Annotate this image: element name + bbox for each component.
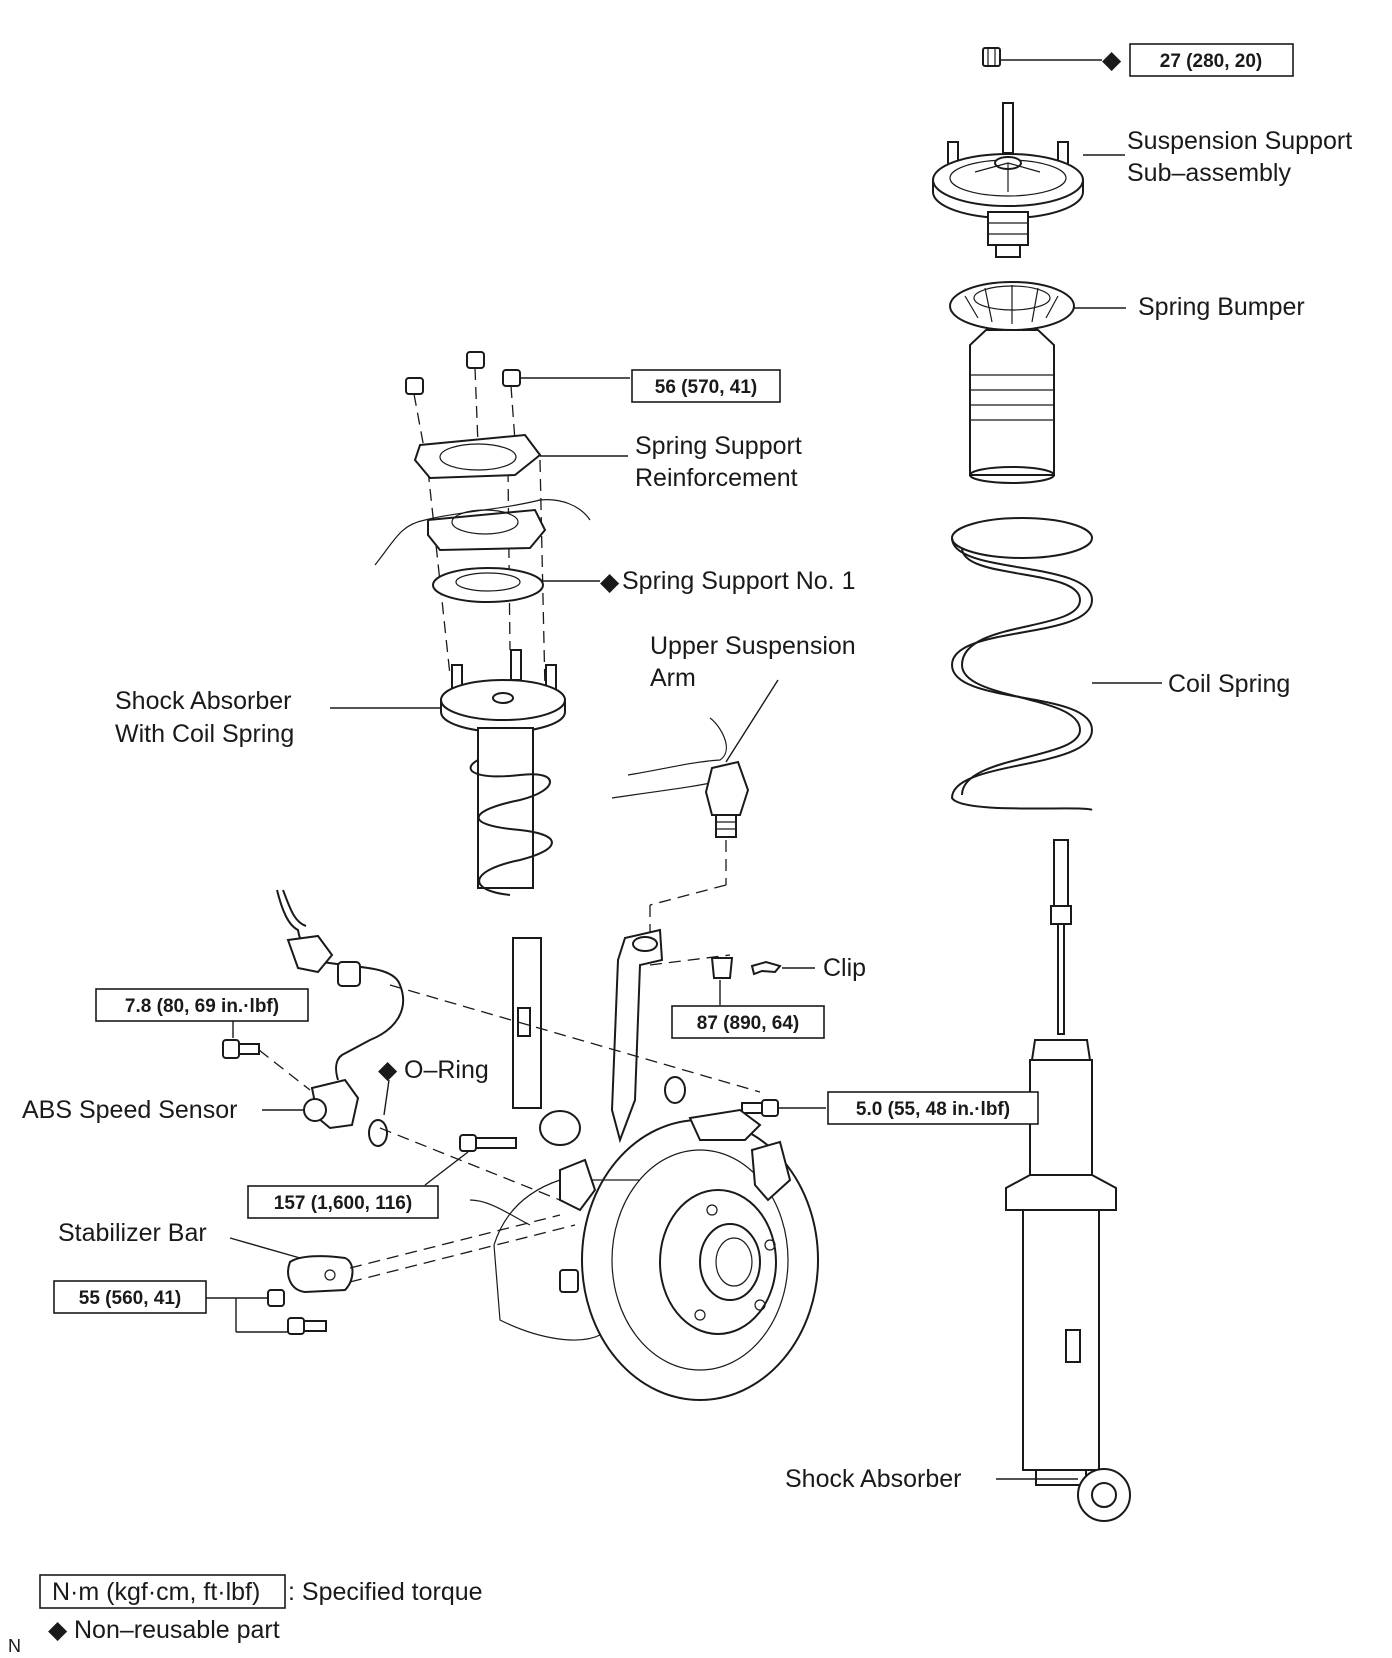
label-reinforcement-2: Reinforcement — [635, 464, 798, 492]
label-shock-coil-1: Shock Absorber — [115, 687, 292, 715]
label-upper-arm-2: Arm — [650, 664, 696, 692]
clip-part — [750, 960, 782, 976]
spring-support-no1-part — [432, 567, 544, 603]
coil-spring-part — [950, 517, 1094, 811]
stabilizer-nut — [267, 1289, 285, 1307]
shock-absorber-with-coil-spring-part — [440, 649, 581, 1146]
stabilizer-bolt — [287, 1317, 327, 1335]
label-stabilizer-bar: Stabilizer Bar — [58, 1219, 207, 1247]
spring-support-reinforcement-part — [413, 433, 542, 480]
legend-diamond-text: Non–reusable part — [74, 1616, 280, 1644]
spring-support-diamond: ◆ — [600, 568, 620, 596]
knuckle-nut — [710, 957, 734, 979]
label-o-ring: O–Ring — [404, 1056, 489, 1084]
legend-unit-box-text: N·m (kgf·cm, ft·lbf) — [52, 1578, 260, 1606]
label-suspension-support-1: Suspension Support — [1127, 127, 1352, 155]
o-ring-part — [368, 1119, 388, 1147]
upper-suspension-arm-part — [611, 717, 750, 838]
torque-bracket-bolt: 5.0 (55, 48 in.·lbf) — [856, 1099, 1010, 1120]
torque-box-nut-top — [1129, 43, 1294, 77]
body-panel — [374, 499, 591, 566]
label-shock-absorber: Shock Absorber — [785, 1465, 962, 1493]
corner-mark: N — [8, 1636, 21, 1656]
legend-diamond: ◆ — [48, 1616, 68, 1644]
torque-box-bracket-bolt — [827, 1091, 1039, 1125]
steering-knuckle-part — [610, 928, 664, 1144]
label-spring-bumper: Spring Bumper — [1138, 293, 1305, 321]
torque-box-abs-bolt — [95, 988, 309, 1022]
top-nut — [982, 47, 1001, 67]
torque-stabilizer: 55 (560, 41) — [79, 1288, 181, 1309]
abs-bolt — [222, 1039, 260, 1059]
torque-abs-bolt: 7.8 (80, 69 in.·lbf) — [125, 996, 279, 1017]
body-plate — [427, 508, 547, 552]
torque-knuckle-nut: 87 (890, 64) — [697, 1013, 799, 1034]
label-upper-arm-1: Upper Suspension — [650, 632, 856, 660]
abs-harness-part — [276, 889, 405, 1081]
nut-diamond: ◆ — [1102, 46, 1122, 74]
label-shock-coil-2: With Coil Spring — [115, 720, 294, 748]
label-clip: Clip — [823, 954, 866, 982]
torque-lower-bolt: 157 (1,600, 116) — [274, 1193, 412, 1214]
torque-box-knuckle-nut — [671, 1005, 825, 1039]
legend-unit-box — [39, 1574, 286, 1609]
label-suspension-support-2: Sub–assembly — [1127, 159, 1291, 187]
lower-bolt — [459, 1134, 517, 1152]
knuckle-bushing — [664, 1076, 686, 1104]
o-ring-diamond: ◆ — [378, 1056, 398, 1084]
brake-disc-hub-part — [469, 1108, 819, 1401]
label-spring-support-no1: Spring Support No. 1 — [622, 567, 855, 595]
support-nuts — [405, 351, 521, 395]
bracket-bolt — [741, 1099, 779, 1117]
suspension-support-part — [932, 102, 1084, 258]
label-abs-speed-sensor: ABS Speed Sensor — [22, 1096, 237, 1124]
label-coil-spring: Coil Spring — [1168, 670, 1290, 698]
torque-nuts-support: 56 (570, 41) — [655, 377, 757, 398]
shock-absorber-part — [1005, 839, 1131, 1522]
torque-nut-top: 27 (280, 20) — [1160, 51, 1262, 72]
torque-box-nuts-support — [631, 369, 781, 403]
legend-unit-text: : Specified torque — [288, 1578, 483, 1606]
torque-box-lower-bolt — [247, 1185, 439, 1219]
spring-bumper-part — [949, 281, 1075, 484]
label-reinforcement-1: Spring Support — [635, 432, 802, 460]
torque-box-stabilizer — [53, 1280, 207, 1314]
stabilizer-bar-part — [287, 1255, 354, 1294]
abs-speed-sensor-part — [303, 1078, 360, 1130]
